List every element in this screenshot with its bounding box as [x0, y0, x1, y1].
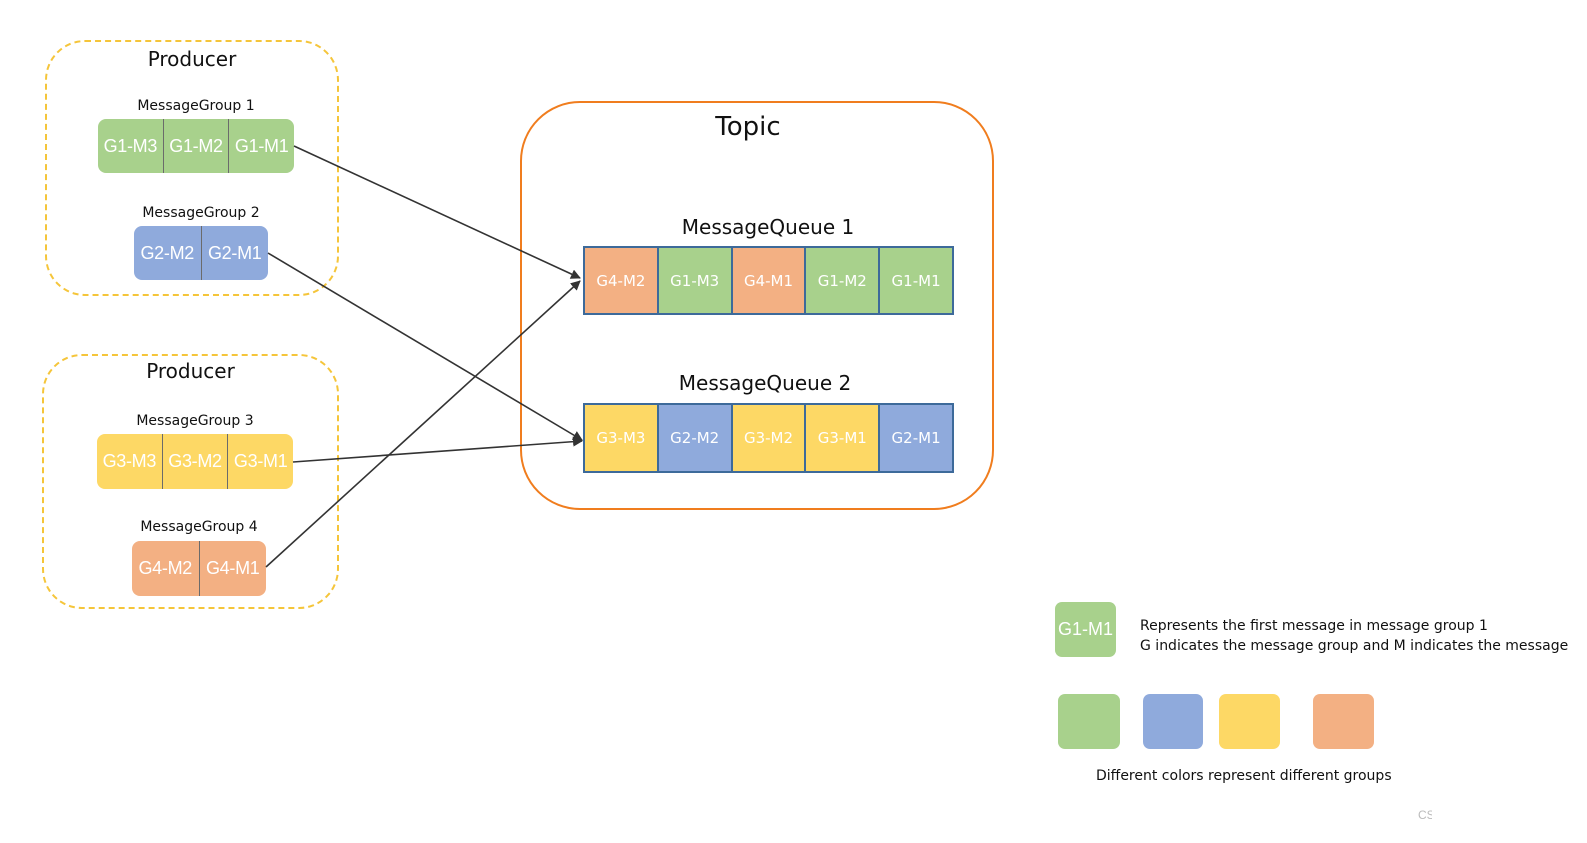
- producer-box-1: [45, 40, 339, 296]
- queue-message-cell: G3-M2: [732, 405, 807, 471]
- watermark: CS: [1418, 808, 1432, 822]
- message-cell: G1-M3: [98, 119, 164, 173]
- legend-line-1: Represents the first message in message …: [1140, 618, 1488, 634]
- queue-message-cell: G3-M3: [585, 405, 659, 471]
- arrow-group3-to-queue2: [292, 436, 583, 463]
- legend-example-chip: G1-M1: [1055, 602, 1116, 657]
- message-cell: G2-M1: [207, 242, 262, 263]
- group-label-4: MessageGroup 4: [140, 519, 258, 535]
- message-cell: G3-M1: [233, 451, 288, 471]
- queue-title-2: MessageQueue 2: [678, 371, 852, 395]
- producer-title-2: Producer: [146, 359, 235, 383]
- legend-swatch-group2: [1143, 694, 1203, 749]
- arrow-group1-to-queue1: [293, 145, 581, 279]
- legend-swatch-group3: [1219, 694, 1280, 749]
- arrow-group2-to-queue2: [267, 252, 583, 441]
- legend-line-2: G indicates the message group and M indi…: [1140, 638, 1569, 654]
- legend-swatch-group4: [1313, 694, 1374, 749]
- arrow-group4-to-queue1: [265, 280, 581, 568]
- message-cell: G1-M2: [164, 119, 230, 173]
- message-cell: G3-M3: [97, 434, 163, 489]
- producer-title-1: Producer: [147, 47, 237, 71]
- queue-message-cell: G2-M1: [880, 405, 952, 471]
- group-label-3: MessageGroup 3: [136, 413, 254, 429]
- group-label-1: MessageGroup 1: [137, 98, 255, 114]
- legend-swatch-group1: [1058, 694, 1120, 749]
- topic-box: [520, 101, 994, 510]
- producer-box-2: [42, 354, 339, 609]
- message-cell: G4-M2: [132, 541, 200, 596]
- topic-title: Topic: [715, 112, 781, 142]
- queue-title-1: MessageQueue 1: [681, 215, 855, 239]
- queue-message-cell: G1-M3: [658, 248, 733, 313]
- group-label-2: MessageGroup 2: [142, 205, 260, 221]
- queue-message-cell: G1-M1: [880, 248, 952, 313]
- message-cell: G1-M1: [234, 135, 289, 156]
- queue-message-cell: G4-M1: [732, 248, 807, 313]
- queue-message-cell: G3-M1: [806, 405, 881, 471]
- message-cell: G4-M1: [205, 558, 260, 578]
- message-cell: G2-M2: [134, 226, 202, 280]
- queue-message-cell: G2-M2: [658, 405, 733, 471]
- legend-colors-caption: Different colors represent different gro…: [1096, 768, 1392, 784]
- queue-message-cell: G4-M2: [585, 248, 659, 313]
- message-cell: G3-M2: [163, 434, 229, 489]
- queue-message-cell: G1-M2: [806, 248, 881, 313]
